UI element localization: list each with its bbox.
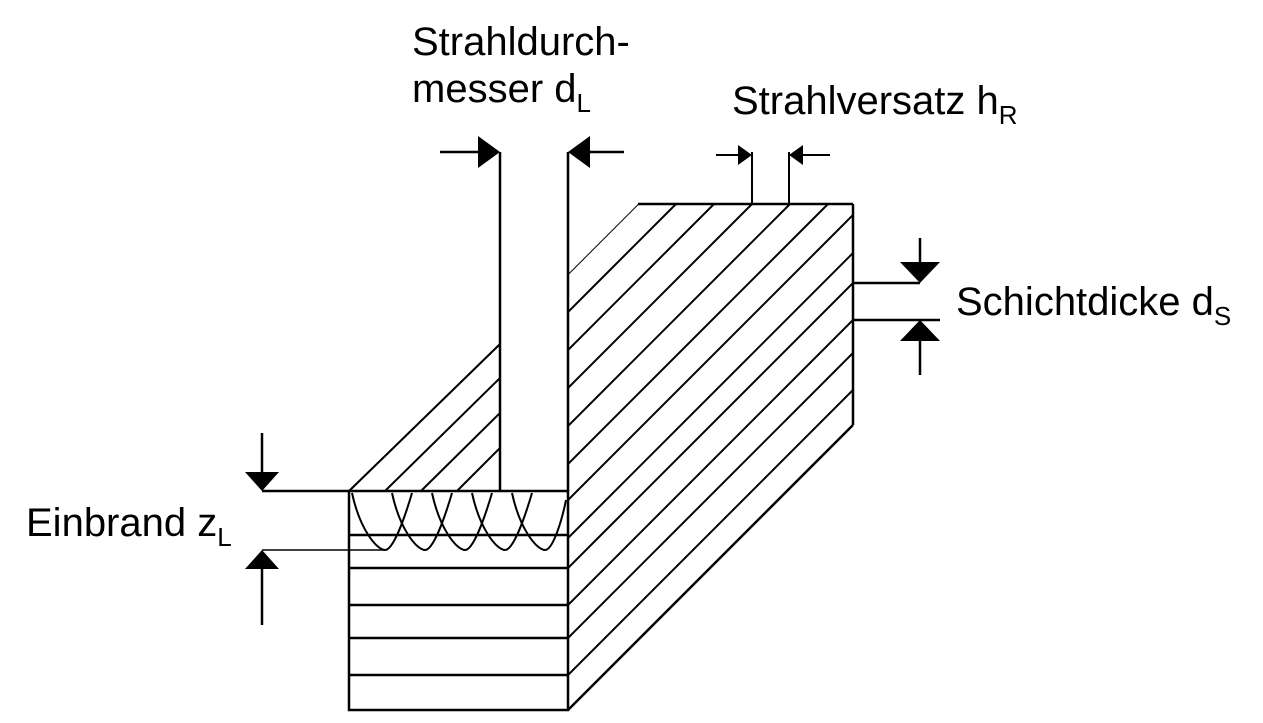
beam-offset-label: Strahlversatz hR: [732, 79, 1018, 130]
beam-diameter-label-line1: Strahldurch-: [412, 20, 630, 64]
layer-thickness-dimension: [853, 238, 940, 375]
beam-diameter-dimension: [440, 136, 624, 168]
beam-diameter-label-text: messer d: [412, 67, 577, 111]
penetration-label: Einbrand zL: [26, 501, 232, 552]
melt-pool-tracks: [351, 492, 567, 552]
penetration-subscript: L: [217, 522, 231, 552]
right-face-outline: [567, 202, 855, 711]
layer-thickness-label: Schichtdicke dS: [956, 280, 1231, 331]
beam-diameter-label-line2: messer dL: [412, 67, 591, 118]
penetration-label-text: Einbrand z: [26, 501, 217, 545]
penetration-dimension: [245, 433, 385, 625]
top-face-edge: [348, 343, 501, 492]
laser-beam: [498, 152, 570, 491]
beam-diameter-subscript: L: [577, 88, 591, 118]
beam-offset-dimension: [716, 145, 830, 204]
right-face-hatching: [568, 204, 853, 710]
front-face-layers: [347, 489, 570, 712]
beam-offset-label-text: Strahlversatz h: [732, 79, 999, 123]
layer-thickness-subscript: S: [1214, 301, 1231, 331]
layer-thickness-label-text: Schichtdicke d: [956, 280, 1214, 324]
beam-offset-subscript: R: [999, 100, 1018, 130]
